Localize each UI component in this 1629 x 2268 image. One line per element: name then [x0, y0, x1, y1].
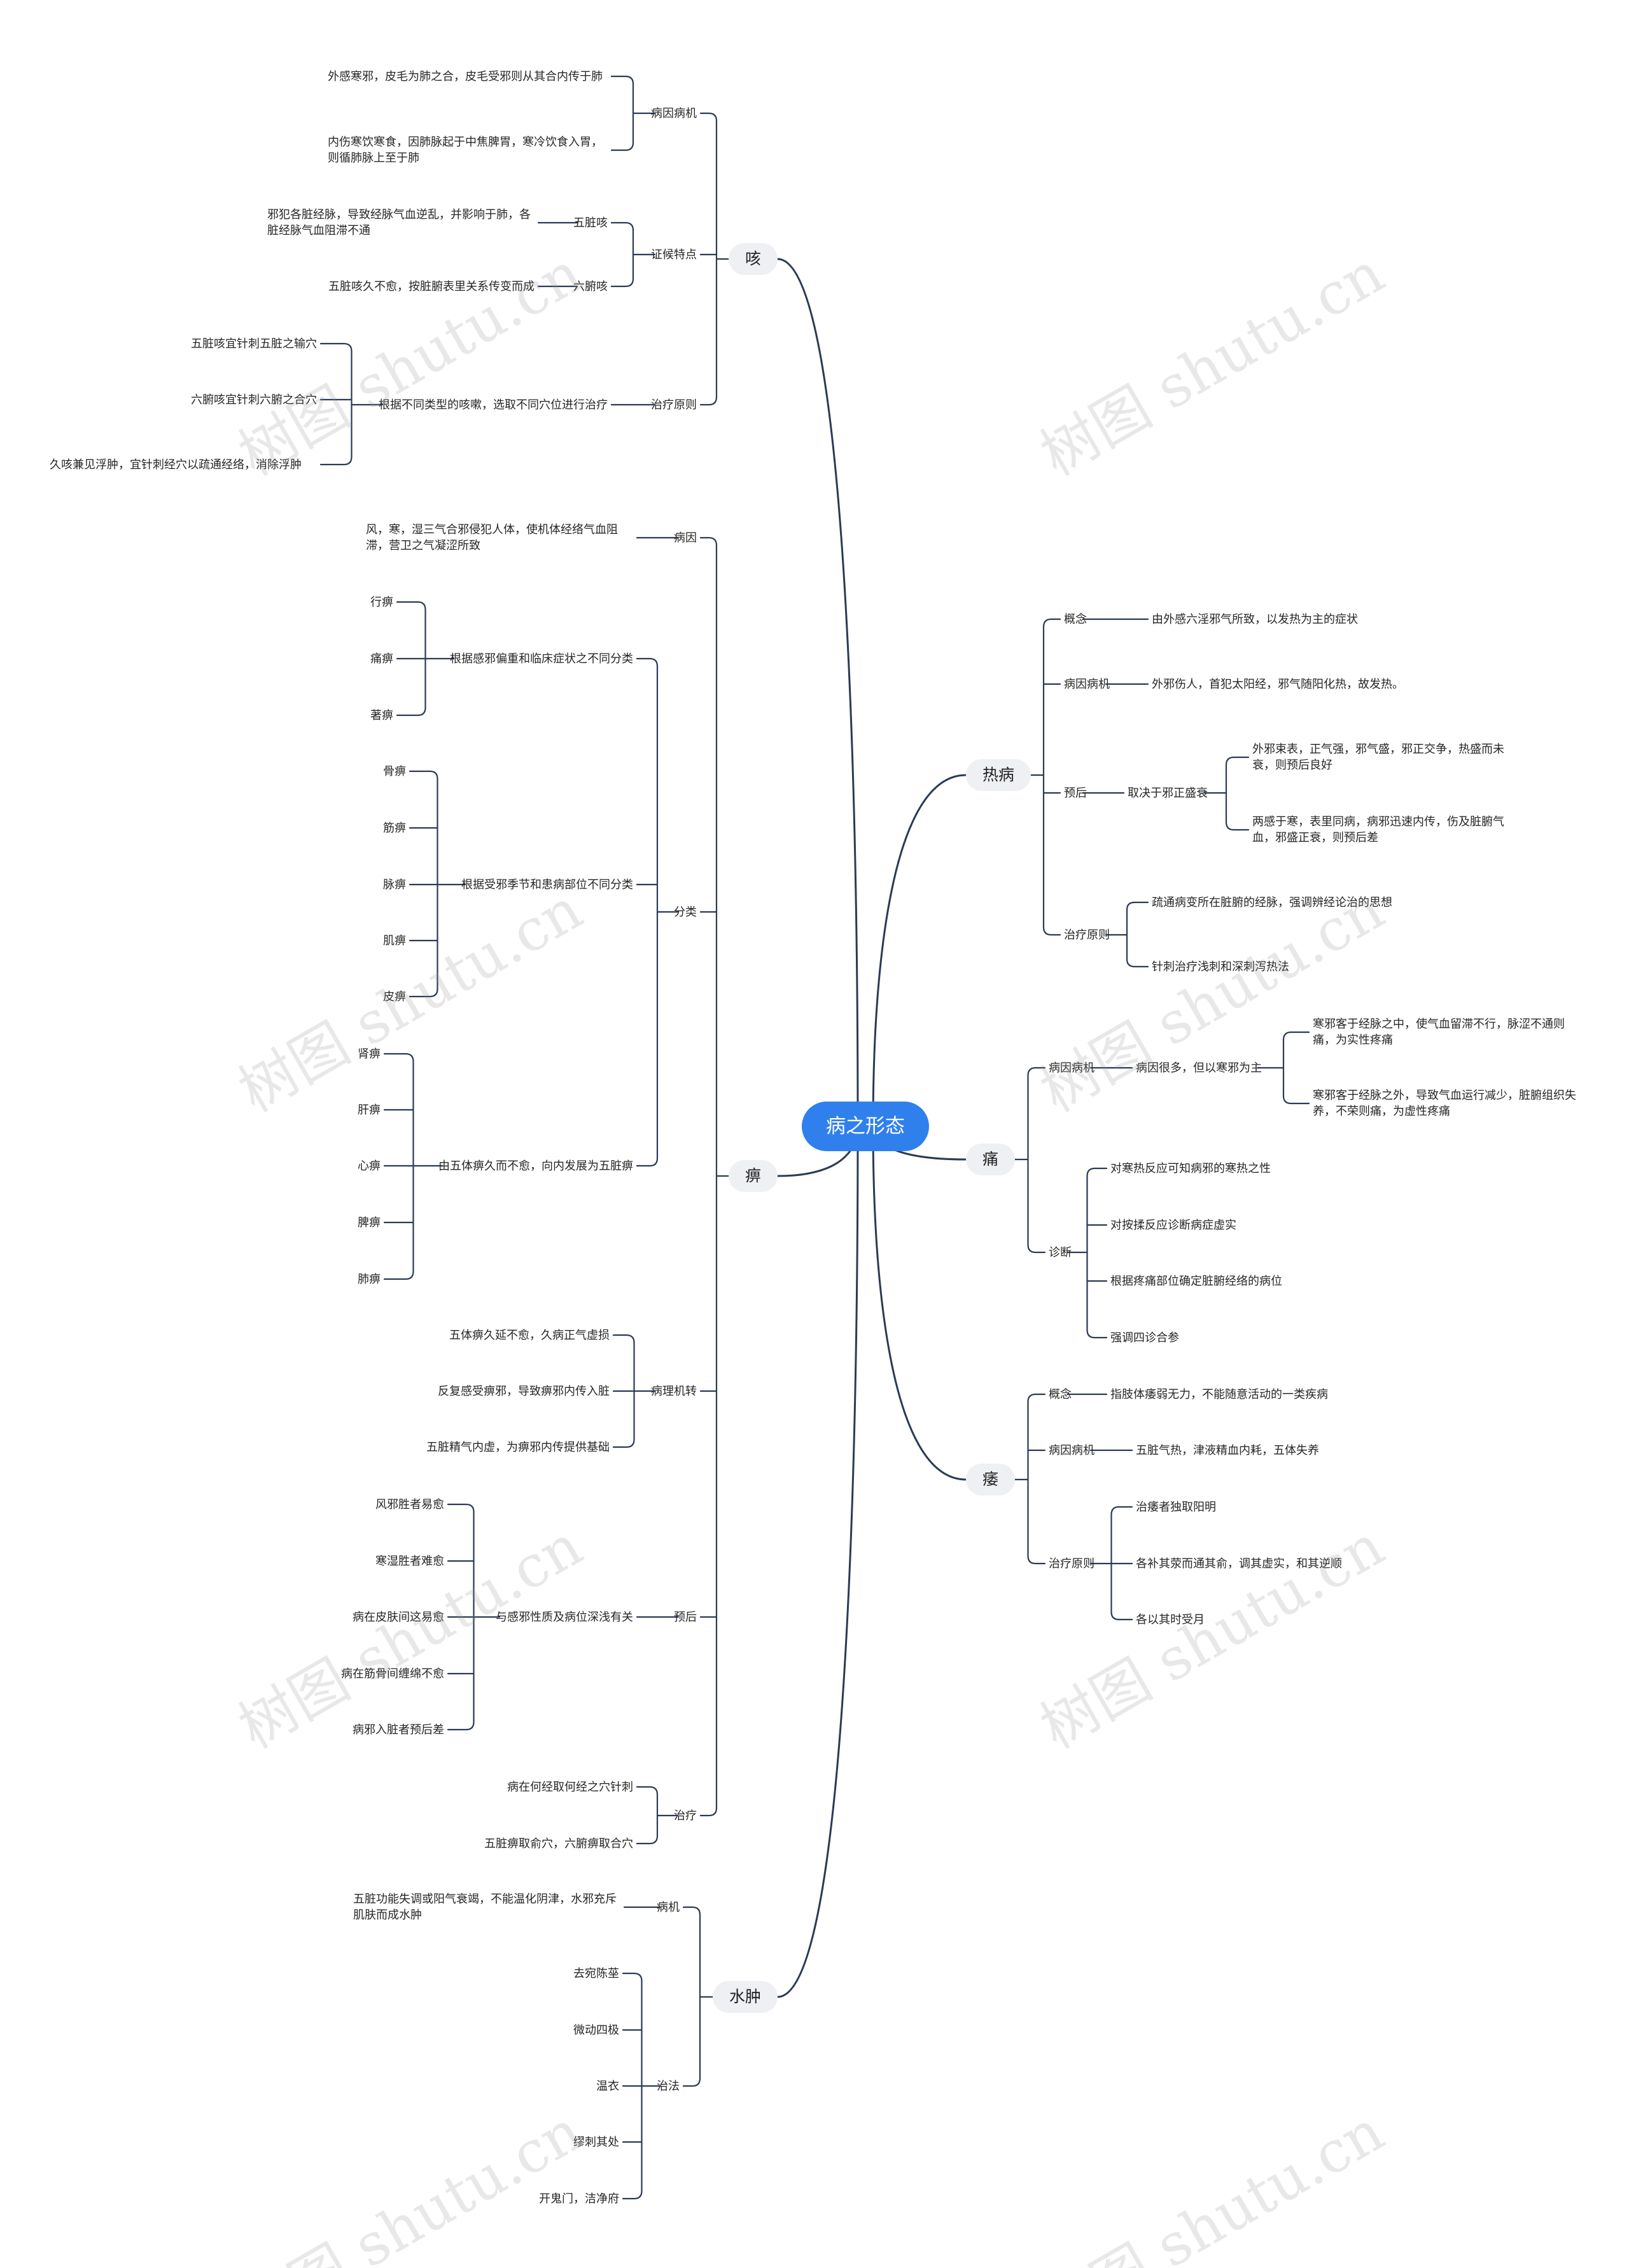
node-bi[interactable]: 痹: [729, 1160, 778, 1192]
node-bi4a2[interactable]: 寒湿胜者难愈: [375, 1554, 444, 1568]
node-bi2b5[interactable]: 皮痹: [383, 990, 406, 1004]
node-bi2a3[interactable]: 著痹: [370, 708, 393, 722]
node-wei[interactable]: 痿: [966, 1464, 1016, 1495]
node-wei2[interactable]: 病因病机: [1049, 1443, 1094, 1457]
node-tong1a1[interactable]: 寒邪客于经脉之中，使气血留滞不行，脉涩不通则痛，为实性疼痛: [1313, 1018, 1565, 1047]
node-bi2a[interactable]: 根据感邪偏重和临床症状之不同分类: [450, 652, 633, 666]
node-rb3a2[interactable]: 两感于寒，表里同病，病邪迅速内传，伤及脏腑气血，邪盛正衰，则预后差: [1252, 815, 1504, 844]
node-bi4[interactable]: 预后: [674, 1610, 697, 1624]
node-bi2c2[interactable]: 肝痹: [358, 1103, 381, 1117]
node-tong[interactable]: 痛: [966, 1144, 1016, 1175]
node-sz2d[interactable]: 缪刺其处: [573, 2135, 619, 2149]
node-ke2a[interactable]: 五脏咳: [573, 216, 608, 230]
node-bi5b[interactable]: 五脏痹取俞穴，六腑痹取合穴: [484, 1837, 633, 1851]
node-ke3[interactable]: 治疗原则: [651, 398, 697, 412]
node-bi2c1[interactable]: 肾痹: [358, 1047, 381, 1061]
node-rb4a[interactable]: 疏通病变所在脏腑的经脉，强调辨经论治的思想: [1152, 895, 1392, 909]
node-rb3a1[interactable]: 外邪束表，正气强，邪气盛，邪正交争，热盛而未衰，则预后良好: [1252, 743, 1504, 772]
node-wei3b[interactable]: 各补其荥而通其俞，调其虚实，和其逆顺: [1136, 1557, 1342, 1571]
node-ke3a[interactable]: 根据不同类型的咳嗽，选取不同穴位进行治疗: [379, 398, 608, 412]
node-bi4a1[interactable]: 风邪胜者易愈: [375, 1497, 444, 1511]
node-wei2a[interactable]: 五脏气热，津液精血内耗，五体失养: [1136, 1443, 1319, 1457]
node-ke3a1[interactable]: 五脏咳宜针刺五脏之输穴: [191, 337, 317, 351]
node-rb[interactable]: 热病: [966, 759, 1031, 791]
node-tong1a[interactable]: 病因很多，但以寒邪为主: [1136, 1061, 1262, 1075]
node-bi3b[interactable]: 反复感受痹邪，导致痹邪内传入脏: [438, 1384, 610, 1398]
node-tong1a2[interactable]: 寒邪客于经脉之外，导致气血运行减少，脏腑组织失养，不荣则痛，为虚性疼痛: [1313, 1089, 1576, 1118]
node-bi2a1[interactable]: 行痹: [370, 595, 393, 609]
node-sz1[interactable]: 病机: [657, 1900, 680, 1914]
node-bi2a2[interactable]: 痛痹: [370, 652, 393, 666]
node-ke2a1[interactable]: 邪犯各脏经脉，导致经脉气血逆乱，并影响于肺，各脏经脉气血阻滞不通: [267, 208, 531, 237]
node-bi2c5[interactable]: 肺痹: [358, 1272, 381, 1286]
node-wei3a[interactable]: 治痿者独取阳明: [1136, 1500, 1216, 1514]
node-ke3a2[interactable]: 六腑咳宜针刺六腑之合穴: [191, 393, 317, 407]
node-tong2d[interactable]: 强调四诊合参: [1110, 1331, 1179, 1345]
node-ke1b[interactable]: 内伤寒饮寒食，因肺脉起于中焦脾胃，寒冷饮食入胃，则循肺脉上至于肺: [328, 136, 603, 165]
node-ke2b1[interactable]: 五脏咳久不愈，按脏腑表里关系传变而成: [328, 279, 535, 293]
node-sz2a[interactable]: 去宛陈莝: [573, 1966, 619, 1980]
node-bi2b4[interactable]: 肌痹: [383, 934, 406, 948]
node-rb1a[interactable]: 由外感六淫邪气所致，以发热为主的症状: [1152, 612, 1358, 626]
node-bi4a4[interactable]: 病在筋骨间缠绵不愈: [341, 1667, 444, 1681]
node-wei3[interactable]: 治疗原则: [1049, 1557, 1094, 1571]
node-bi3[interactable]: 病理机转: [651, 1384, 697, 1398]
node-bi2c4[interactable]: 脾痹: [358, 1215, 381, 1229]
node-rb2[interactable]: 病因病机: [1064, 677, 1110, 691]
node-wei3c[interactable]: 各以其时受月: [1136, 1613, 1205, 1627]
node-rb3[interactable]: 预后: [1064, 786, 1087, 800]
node-bi2b[interactable]: 根据受邪季节和患病部位不同分类: [461, 878, 633, 892]
node-ke[interactable]: 咳: [729, 243, 778, 275]
node-tong1[interactable]: 病因病机: [1049, 1061, 1094, 1075]
node-bi3a[interactable]: 五体痹久延不愈，久病正气虚损: [449, 1328, 610, 1342]
node-tong2a[interactable]: 对寒热反应可知病邪的寒热之性: [1110, 1161, 1271, 1175]
node-sz2c[interactable]: 温衣: [596, 2079, 619, 2093]
node-bi3c[interactable]: 五脏精气内虚，为痹邪内传提供基础: [426, 1440, 610, 1454]
node-bi5[interactable]: 治疗: [674, 1809, 697, 1823]
node-bi2[interactable]: 分类: [674, 905, 697, 919]
node-tong2[interactable]: 诊断: [1049, 1245, 1072, 1259]
root-topic[interactable]: 病之形态: [802, 1102, 929, 1151]
node-rb1[interactable]: 概念: [1064, 612, 1087, 626]
node-tong2b[interactable]: 对按揉反应诊断病症虚实: [1110, 1218, 1236, 1232]
node-sz2[interactable]: 治法: [657, 2079, 680, 2093]
node-bi4a5[interactable]: 病邪入脏者预后差: [353, 1723, 444, 1737]
node-sz[interactable]: 水肿: [713, 1981, 778, 2013]
node-bi4a[interactable]: 与感邪性质及病位深浅有关: [496, 1610, 633, 1624]
node-wei1[interactable]: 概念: [1049, 1387, 1072, 1401]
node-bi1[interactable]: 病因: [674, 531, 697, 545]
node-bi5a[interactable]: 病在何经取何经之穴针刺: [507, 1780, 633, 1794]
node-bi2b1[interactable]: 骨痹: [383, 764, 406, 778]
node-sz2e[interactable]: 开鬼门，洁净府: [539, 2192, 619, 2206]
node-bi2b2[interactable]: 筋痹: [383, 821, 406, 835]
node-bi2c[interactable]: 由五体痹久而不愈，向内发展为五脏痹: [438, 1159, 633, 1173]
node-ke2b[interactable]: 六腑咳: [573, 279, 608, 293]
node-rb2a[interactable]: 外邪伤人，首犯太阳经，邪气随阳化热，故发热。: [1152, 677, 1404, 691]
node-ke2[interactable]: 证候特点: [651, 248, 697, 262]
node-bi2b3[interactable]: 脉痹: [383, 878, 406, 892]
node-ke3a3[interactable]: 久咳兼见浮肿，宜针刺经穴以疏通经络，消除浮肿: [50, 458, 302, 472]
node-bi1a[interactable]: 风，寒，湿三气合邪侵犯人体，使机体经络气血阻滞，营卫之气凝涩所致: [366, 523, 618, 552]
node-ke1[interactable]: 病因病机: [651, 106, 697, 120]
node-rb4b[interactable]: 针刺治疗浅刺和深刺泻热法: [1152, 960, 1289, 974]
node-sz2b[interactable]: 微动四极: [573, 2023, 619, 2037]
node-tong2c[interactable]: 根据疼痛部位确定脏腑经络的病位: [1110, 1274, 1282, 1288]
node-bi2c3[interactable]: 心痹: [358, 1159, 381, 1173]
node-sz1a[interactable]: 五脏功能失调或阳气衰竭，不能温化阴津，水邪充斥肌肤而成水肿: [353, 1893, 617, 1922]
node-rb3a[interactable]: 取决于邪正盛衰: [1128, 786, 1208, 800]
node-ke1a[interactable]: 外感寒邪，皮毛为肺之合，皮毛受邪则从其合内传于肺: [328, 69, 603, 83]
node-bi4a3[interactable]: 病在皮肤间这易愈: [353, 1610, 444, 1624]
node-rb4[interactable]: 治疗原则: [1064, 928, 1110, 942]
node-wei1a[interactable]: 指肢体痿弱无力，不能随意活动的一类疾病: [1110, 1387, 1328, 1401]
